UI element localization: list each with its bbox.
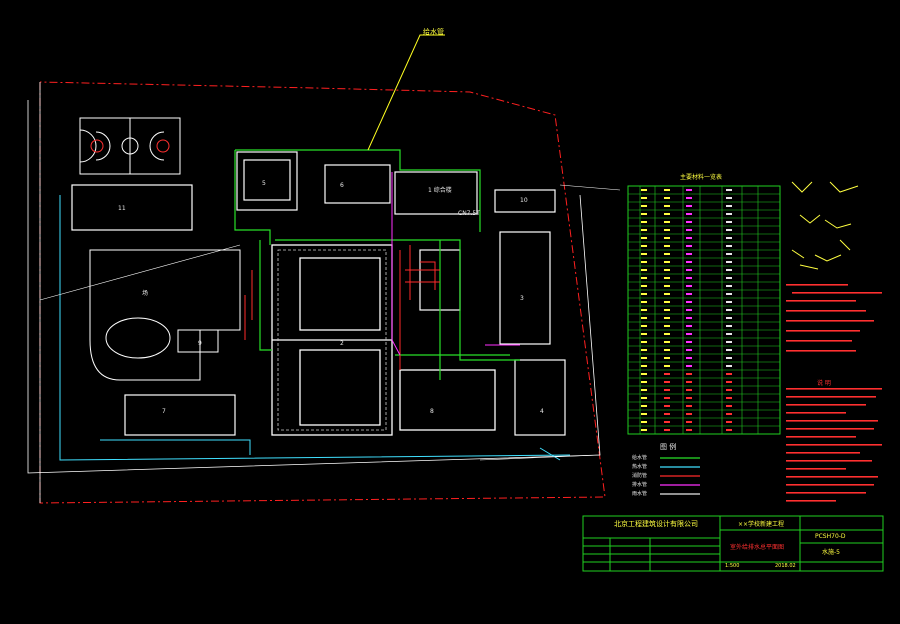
- tag-label: CN7.5T: [458, 210, 480, 217]
- field-label: 场: [142, 290, 149, 297]
- table-title: 主要材料一览表: [680, 174, 723, 181]
- material-table: [627, 185, 781, 435]
- main-building: [271, 244, 496, 436]
- legend-label: 消防管: [632, 473, 648, 479]
- legend-label: 热水管: [632, 464, 648, 470]
- drawing-name: 室外给排水总平面图: [730, 544, 785, 551]
- drawing-number: 水施-5: [822, 549, 840, 556]
- building-11-label: 11: [118, 205, 126, 212]
- top-buildings: [236, 151, 566, 436]
- project-name: ××学校新建工程: [738, 521, 785, 528]
- detail-symbols: [791, 181, 859, 270]
- main-building-dashes: [277, 249, 387, 431]
- building-5-label: 5: [262, 180, 266, 187]
- company-name: 北京工程建筑设计有限公司: [614, 520, 698, 528]
- drawing-date: 2018.02: [775, 563, 796, 569]
- site-outline: [27, 100, 601, 474]
- fence-lines: [39, 184, 621, 461]
- legend-title: 图 例: [660, 443, 677, 451]
- water-supply-pipes: [234, 149, 520, 380]
- building-field-room: [177, 329, 219, 353]
- building-4-label: 4: [540, 408, 544, 415]
- leader-line: [367, 34, 445, 151]
- building-10-label: 10: [520, 197, 528, 204]
- building-2-label: 2: [340, 340, 344, 347]
- building-7-label: 7: [162, 408, 166, 415]
- leader-label: 给水管: [423, 28, 444, 36]
- title-block: [582, 515, 884, 572]
- sports-field: [89, 249, 241, 381]
- building-1-label: 1 综合楼: [428, 187, 452, 194]
- building-11: [71, 184, 193, 231]
- legend-label: 排水管: [632, 482, 648, 488]
- drain-pipes: [59, 195, 571, 461]
- drawing-scale: 1:500: [725, 563, 740, 569]
- basketball-court: [79, 117, 181, 175]
- hot-water-pipes: [391, 172, 520, 356]
- legend-label: 给水管: [632, 455, 648, 461]
- drawing-code: PCSH70-D: [815, 533, 846, 540]
- notes-title: 说 明: [817, 380, 831, 387]
- building-8-label: 8: [430, 408, 434, 415]
- pipe-legend: [660, 457, 700, 495]
- design-notes: [786, 284, 882, 502]
- fire-pipes: [244, 245, 440, 370]
- legend-label: 雨水管: [632, 491, 648, 497]
- building-7: [124, 394, 236, 436]
- building-6-label: 6: [340, 182, 344, 189]
- building-3-label: 3: [520, 295, 524, 302]
- building-9-label: 9: [198, 340, 202, 347]
